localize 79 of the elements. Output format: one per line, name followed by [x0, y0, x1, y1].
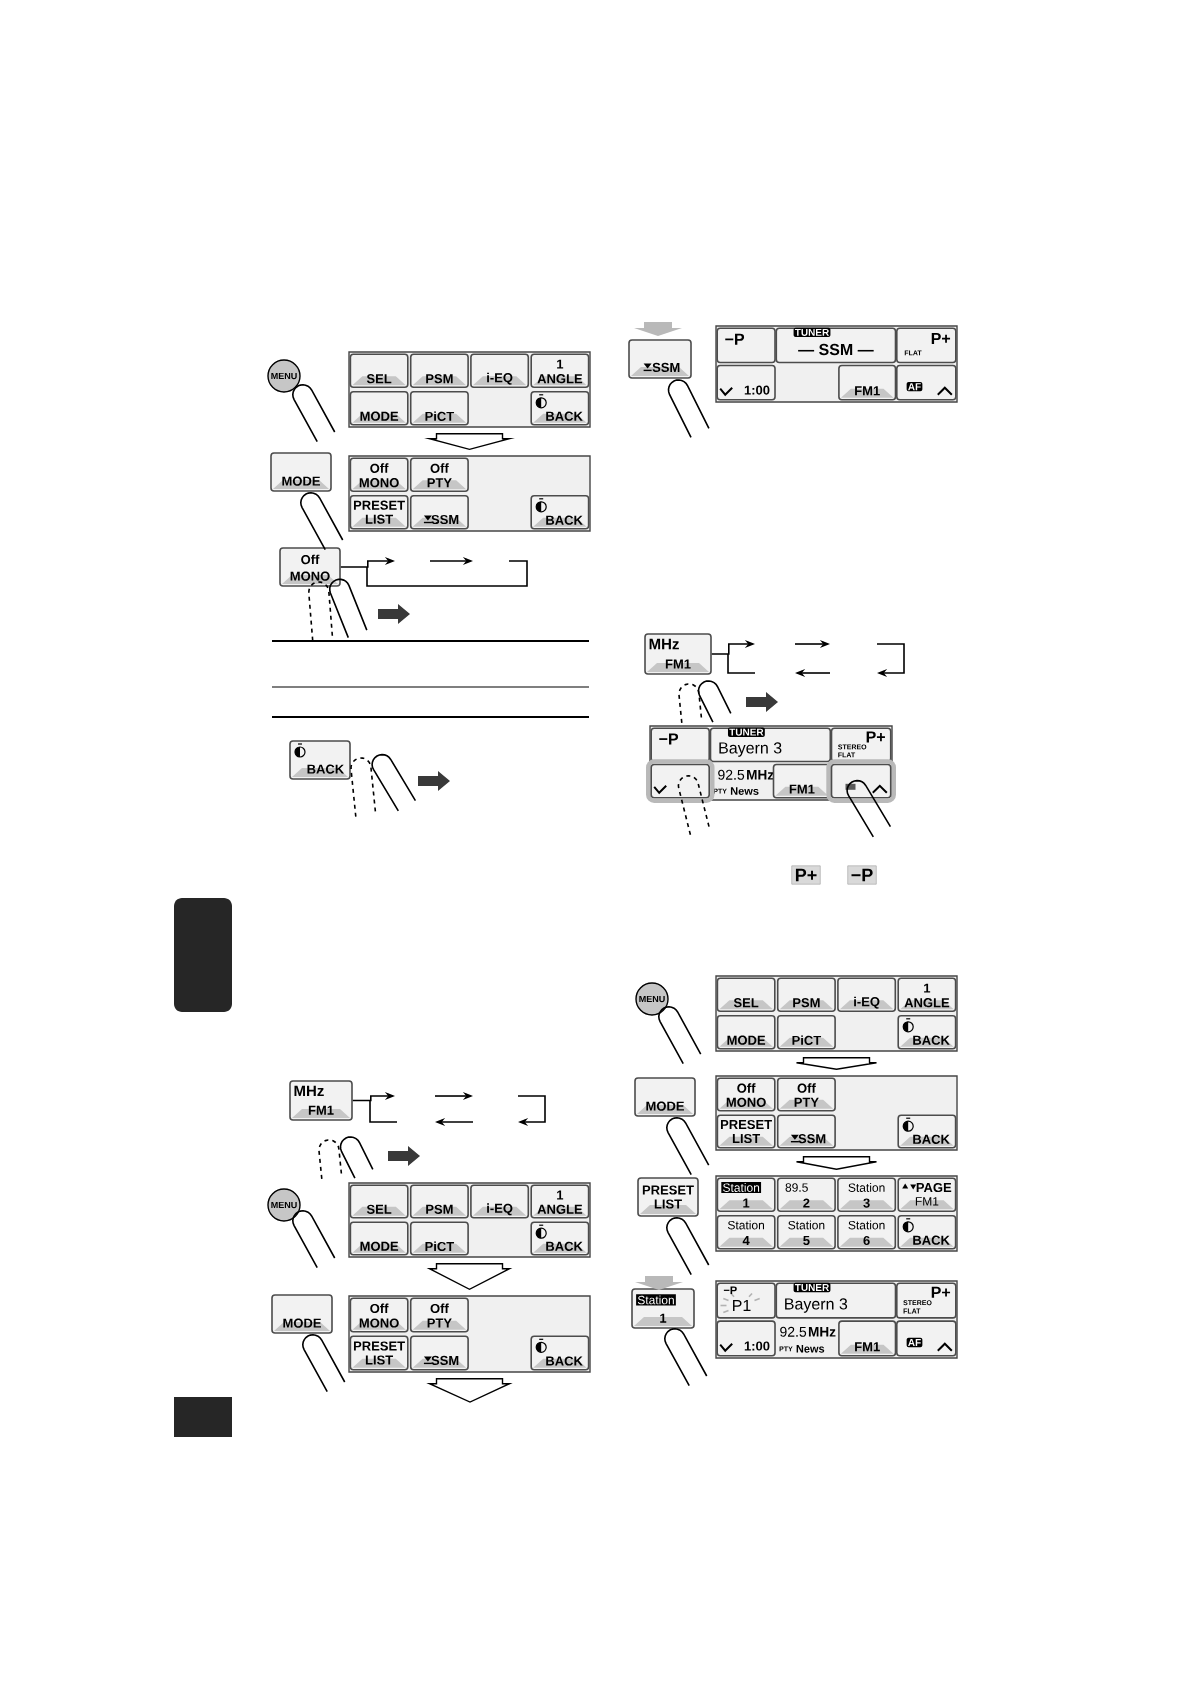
page-number-tab [174, 1397, 232, 1437]
touch-button: PiCT [409, 390, 469, 426]
touch-button: Off MONO [349, 1297, 409, 1333]
touch-button: SSM [409, 1335, 469, 1371]
touch-button: Off PTY [409, 457, 469, 493]
touch-button: Station 6 [837, 1214, 897, 1250]
hollow-arrow [426, 1378, 513, 1403]
touch-button: i-EQ [470, 1184, 530, 1219]
hollow-arrow [795, 1057, 878, 1070]
touch-button: 1:00 [716, 364, 776, 401]
touch-button: PiCT [776, 1014, 836, 1050]
touch-button: i-EQ [470, 353, 530, 389]
touch-button: Off MONO [716, 1077, 776, 1112]
touch-button: PRESET LIST [349, 494, 409, 530]
touch-button: Off MONO [279, 547, 341, 587]
menu-button: MENU [635, 982, 669, 1016]
touch-button: SSM [776, 1114, 836, 1149]
touch-button: SEL [349, 1184, 409, 1219]
touch-button: BACK [530, 1335, 590, 1371]
touch-button: Station 3 [837, 1177, 897, 1213]
touch-button: FM1 [838, 364, 897, 401]
touch-button: AF [896, 364, 957, 401]
touch-button: SSM [628, 339, 692, 379]
touch-button: BACK [530, 390, 590, 426]
touch-button: 89.5 2 [776, 1177, 836, 1213]
touch-button: Station 5 [776, 1214, 836, 1250]
touch-button: SEL [716, 977, 776, 1013]
menu-button: MENU [267, 359, 301, 393]
touch-button: PAGE FM1 [897, 1177, 957, 1213]
touch-button: FM1 [772, 763, 832, 799]
touch-button: PRESET LIST [637, 1177, 699, 1217]
touch-button: −P [650, 727, 710, 763]
touch-button: PRESET LIST [716, 1114, 776, 1149]
touch-button: 1:00 [716, 1320, 776, 1357]
touch-button: Station 4 [716, 1214, 776, 1250]
touch-button: MODE [634, 1077, 696, 1117]
section-tab [174, 898, 232, 1012]
touch-button: BACK [897, 1014, 957, 1050]
touch-button: i-EQ [837, 977, 897, 1013]
touch-button: PiCT [409, 1221, 469, 1256]
touch-button: AF [896, 1320, 957, 1357]
touch-button: MODE [716, 1014, 776, 1050]
touch-button: TUNER Bayern 3 [709, 727, 832, 763]
touch-button: SEL [349, 353, 409, 389]
touch-button: Station 1 [631, 1288, 695, 1329]
touch-button: BACK [897, 1214, 957, 1250]
touch-button: FM1 [838, 1320, 897, 1357]
touch-button [646, 759, 715, 803]
touch-button: Off PTY [409, 1297, 469, 1333]
touch-button: MODE [271, 1294, 333, 1334]
touch-button: MHz FM1 [289, 1080, 353, 1121]
touch-button: PSM [409, 353, 469, 389]
touch-button: 1 ANGLE [530, 1184, 590, 1219]
hollow-arrow [426, 1263, 513, 1291]
touch-button: TUNER — SSM — [775, 327, 897, 364]
touch-button: Off PTY [776, 1077, 836, 1112]
touch-button: Off MONO [349, 457, 409, 493]
touch-button: 1 ANGLE [897, 977, 957, 1013]
touch-button: BACK [289, 740, 351, 780]
touch-button: MHz FM1 [644, 633, 712, 675]
hollow-arrow [795, 1156, 878, 1171]
touch-button: TUNER Bayern 3 [775, 1282, 897, 1319]
touch-button: PRESET LIST [349, 1335, 409, 1371]
touch-button: −P [716, 327, 776, 364]
touch-button: BACK [530, 1221, 590, 1256]
touch-button: BACK [897, 1114, 957, 1149]
touch-button: PSM [776, 977, 836, 1013]
touch-button: −P P1 [716, 1282, 776, 1319]
touch-button: MODE [349, 1221, 409, 1256]
touch-button: SSM [409, 494, 469, 530]
touch-button: 1 ANGLE [530, 353, 590, 389]
touch-button: BACK [530, 494, 590, 530]
touch-button: PSM [409, 1184, 469, 1219]
touch-button: Station 1 [716, 1177, 776, 1213]
menu-button: MENU [267, 1188, 301, 1222]
touch-button: MODE [349, 390, 409, 426]
hollow-arrow [424, 433, 515, 451]
touch-button [826, 759, 896, 803]
touch-button: MODE [270, 452, 332, 492]
